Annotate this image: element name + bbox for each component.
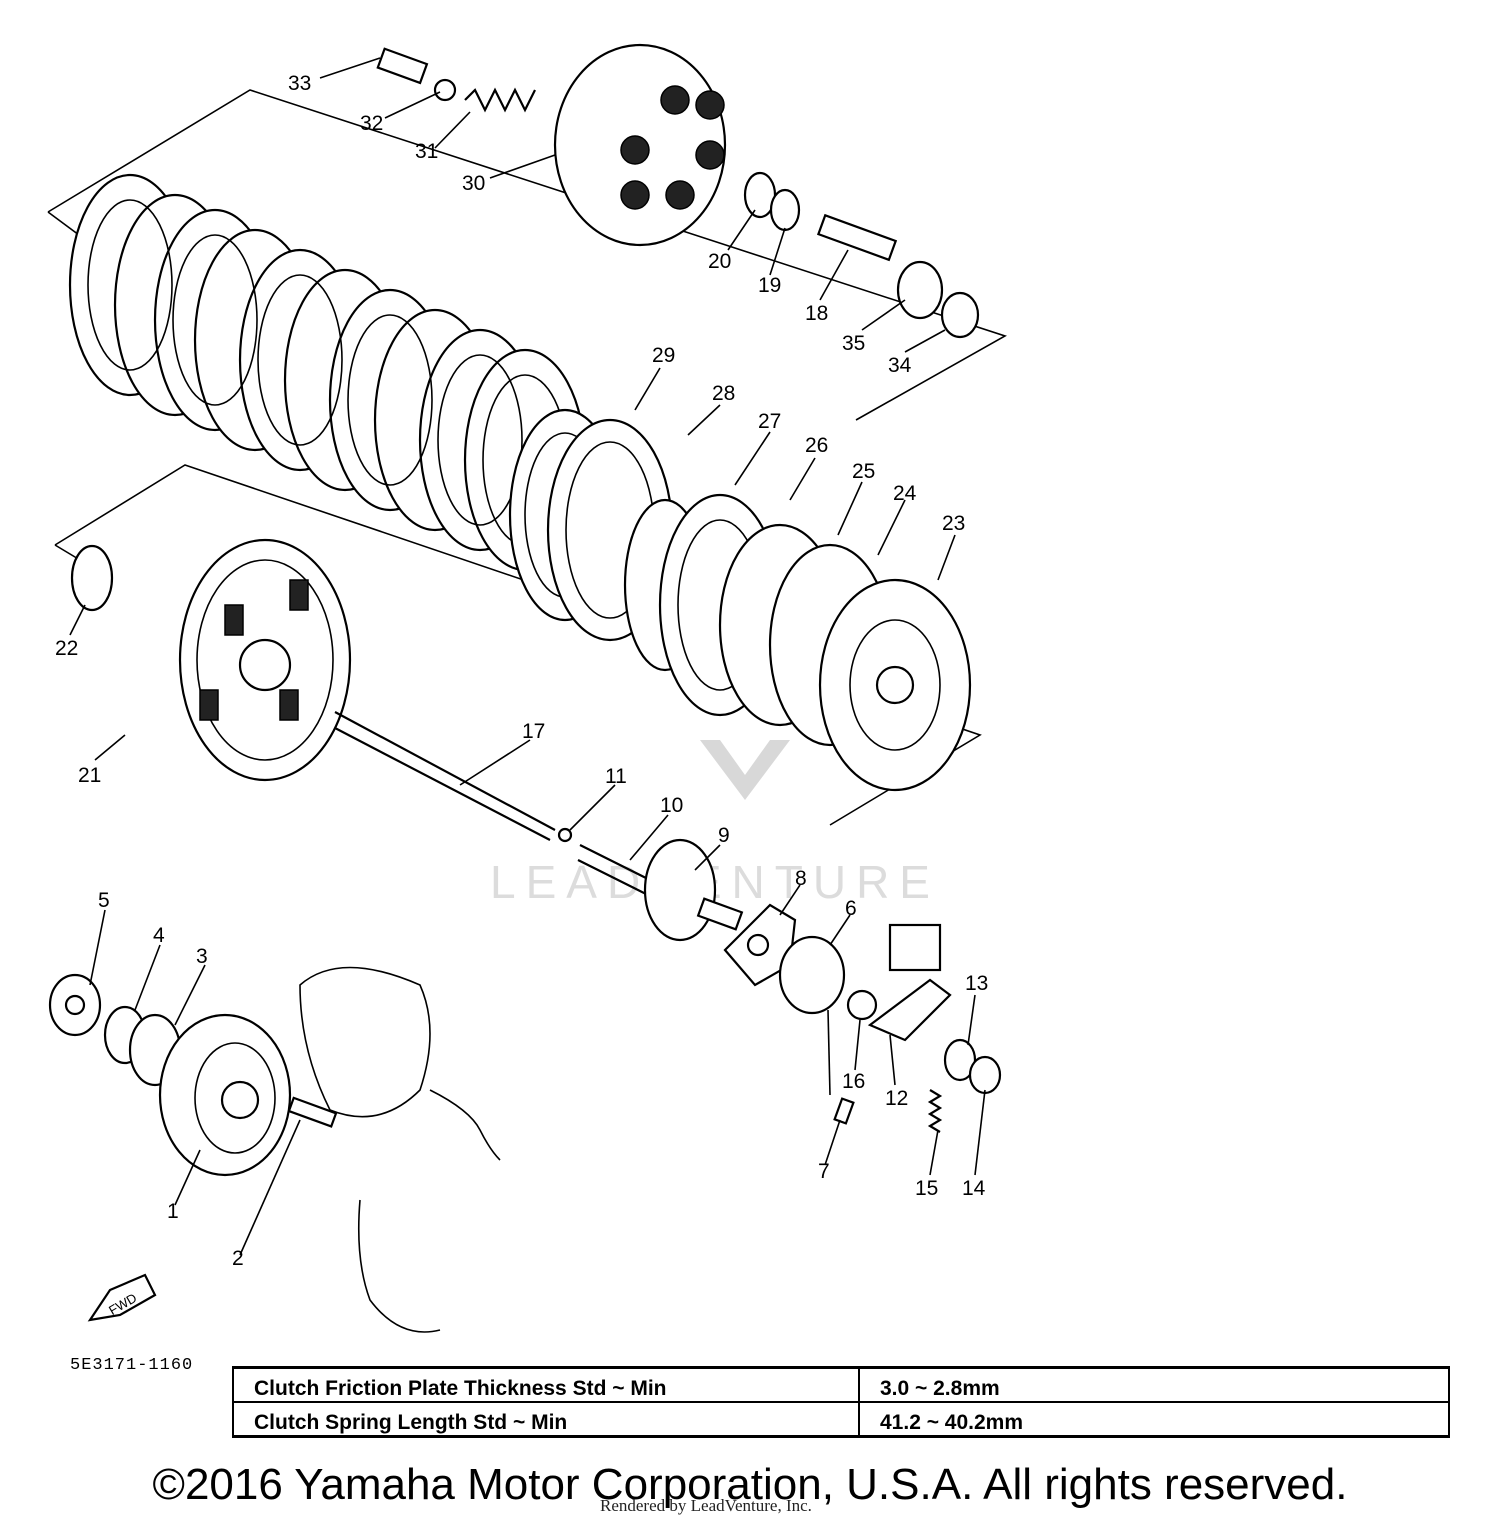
part-label-1: 1 xyxy=(167,1200,179,1223)
part-label-5: 5 xyxy=(98,889,110,912)
spec-label: Clutch Spring Length Std ~ Min xyxy=(232,1401,860,1438)
fwd-arrow: FWD xyxy=(87,1273,157,1322)
part-label-31: 31 xyxy=(415,140,438,163)
spec-value: 41.2 ~ 40.2mm xyxy=(858,1401,1450,1438)
part-label-28: 28 xyxy=(712,382,735,405)
spec-value: 3.0 ~ 2.8mm xyxy=(858,1366,1450,1403)
lever-group xyxy=(723,903,1002,1133)
part-label-12: 12 xyxy=(885,1087,908,1110)
part-label-8: 8 xyxy=(795,867,807,890)
part-label-26: 26 xyxy=(805,434,828,457)
part-label-27: 27 xyxy=(758,410,781,433)
part-label-10: 10 xyxy=(660,794,683,817)
part-label-13: 13 xyxy=(965,972,988,995)
part-label-3: 3 xyxy=(196,945,208,968)
part-label-11: 11 xyxy=(605,765,627,788)
part-label-34: 34 xyxy=(888,354,912,377)
drive-gear-group xyxy=(48,966,501,1333)
spec-row: Clutch Spring Length Std ~ Min 41.2 ~ 40… xyxy=(232,1401,1450,1438)
part-label-23: 23 xyxy=(942,512,965,535)
part-label-7: 7 xyxy=(818,1160,830,1183)
diagram-code: 5E3171-1160 xyxy=(70,1356,194,1375)
part-label-30: 30 xyxy=(462,172,485,195)
part-label-17: 17 xyxy=(522,720,545,743)
clutch-housing xyxy=(70,538,352,782)
part-label-22: 22 xyxy=(55,637,78,660)
pressure-plate xyxy=(553,43,727,247)
part-label-16: 16 xyxy=(842,1070,865,1093)
clutch-plate-stack xyxy=(68,173,674,642)
part-label-33: 33 xyxy=(288,72,311,95)
part-label-21: 21 xyxy=(78,764,101,787)
part-label-29: 29 xyxy=(652,344,675,367)
part-label-19: 19 xyxy=(758,274,781,297)
part-label-20: 20 xyxy=(708,250,731,273)
part-label-9: 9 xyxy=(718,824,730,847)
part-label-18: 18 xyxy=(805,302,828,325)
part-label-6: 6 xyxy=(845,897,857,920)
part-label-14: 14 xyxy=(962,1177,986,1200)
push-rod-group xyxy=(334,711,744,942)
clutch-boss-group xyxy=(623,493,972,792)
part-labels: 33 32 31 30 20 19 18 35 34 29 28 27 26 2… xyxy=(55,72,988,1270)
clutch-exploded-diagram: LEADVENTURE xyxy=(47,43,1007,1333)
part-label-4: 4 xyxy=(153,924,165,947)
part-label-32: 32 xyxy=(360,112,383,135)
leader-lines xyxy=(69,57,986,1256)
spec-row: Clutch Friction Plate Thickness Std ~ Mi… xyxy=(232,1366,1450,1403)
part-label-25: 25 xyxy=(852,460,875,483)
part-label-15: 15 xyxy=(915,1177,938,1200)
copyright-notice: ©2016 Yamaha Motor Corporation, U.S.A. A… xyxy=(152,1460,1348,1509)
part-label-2: 2 xyxy=(232,1247,244,1270)
part-label-35: 35 xyxy=(842,332,865,355)
part-label-24: 24 xyxy=(893,482,917,505)
spring-bolt-group xyxy=(376,47,980,339)
spec-table: Clutch Friction Plate Thickness Std ~ Mi… xyxy=(232,1366,1450,1438)
spec-label: Clutch Friction Plate Thickness Std ~ Mi… xyxy=(232,1366,860,1403)
rendered-by-notice: Rendered by LeadVenture, Inc. xyxy=(600,1496,812,1515)
